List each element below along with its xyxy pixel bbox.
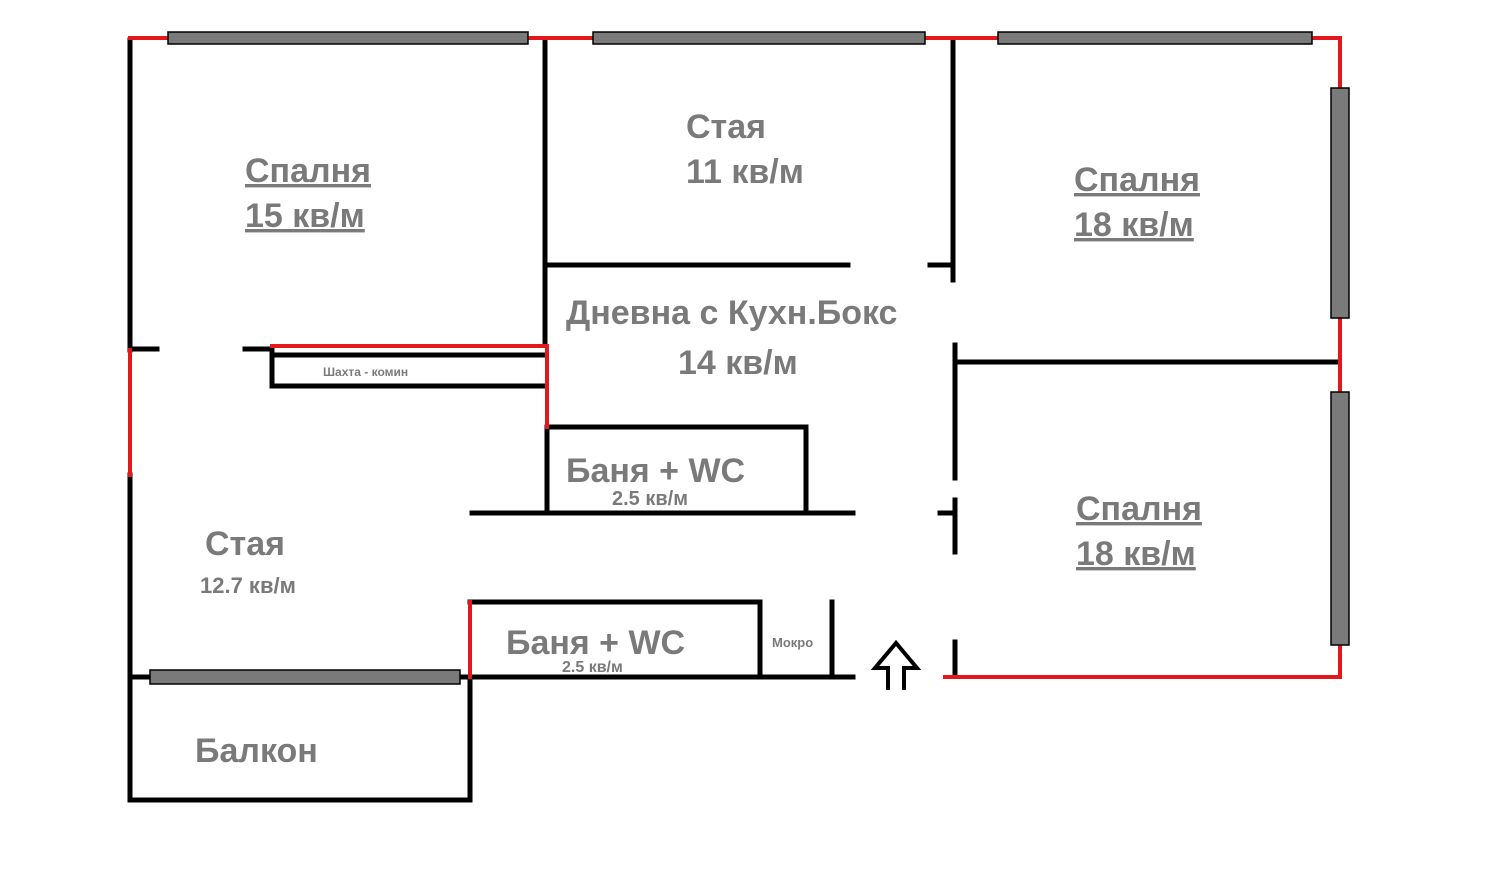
bedroom18-bottom-name: Спалня: [1076, 490, 1202, 528]
room11-name: Стая: [686, 108, 766, 146]
walls: [127, 37, 1341, 803]
bedroom18-top-area: 18 кв/м: [1074, 206, 1194, 244]
bedroom18-bottom-area: 18 кв/м: [1076, 535, 1196, 573]
shaft-label: Шахта - комин: [323, 365, 408, 379]
wet-area-label: Мокро: [772, 635, 813, 650]
highlight-walls: [128, 36, 1342, 679]
window-balcony: [149, 669, 461, 685]
living-area: 14 кв/м: [678, 344, 798, 382]
windows: [149, 31, 1350, 685]
window-east-top: [1330, 87, 1350, 319]
bath-upper-area: 2.5 кв/м: [612, 488, 688, 510]
up-arrow-icon: [870, 639, 922, 690]
bath-upper-name: Баня + WC: [566, 452, 745, 490]
window-bedroom18-top: [997, 31, 1313, 45]
room127-area: 12.7 кв/м: [200, 573, 296, 598]
window-east-bottom: [1330, 391, 1350, 646]
bedroom15-name: Спалня: [245, 152, 371, 190]
bath-lower-area: 2.5 кв/м: [562, 659, 623, 676]
bedroom15-area: 15 кв/м: [245, 197, 365, 235]
room11-area: 11 кв/м: [686, 153, 804, 191]
balcony-label: Балкон: [195, 732, 318, 770]
bath-lower-name: Баня + WC: [506, 624, 685, 662]
window-room11: [592, 31, 926, 45]
bedroom18-top-name: Спалня: [1074, 161, 1200, 199]
living-name: Дневна с Кухн.Бокс: [566, 294, 897, 332]
room127-name: Стая: [205, 525, 285, 563]
window-bedroom15: [167, 31, 529, 45]
